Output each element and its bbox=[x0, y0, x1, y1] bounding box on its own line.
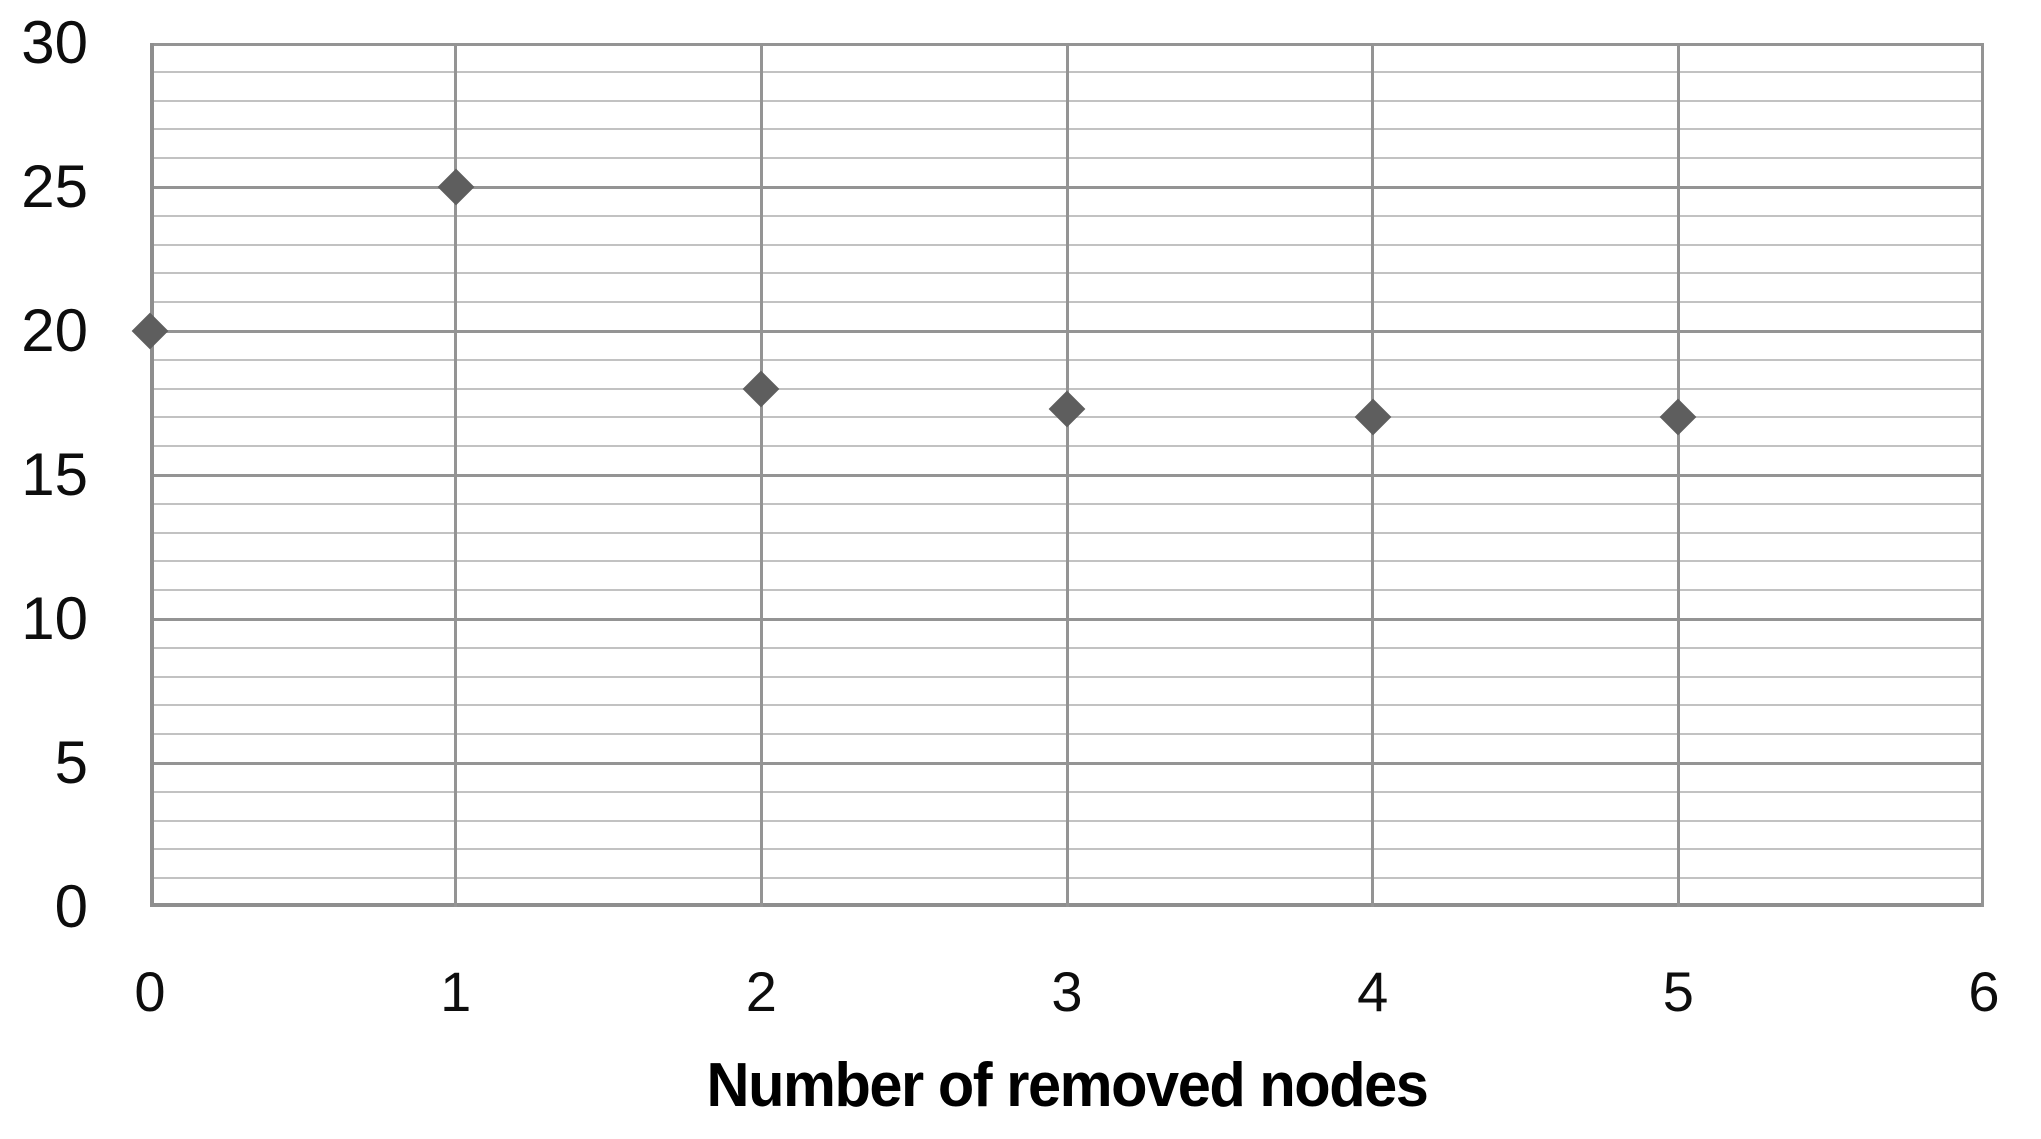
y-axis-tick-label: 25 bbox=[21, 153, 88, 220]
gridline-major-vertical bbox=[454, 43, 458, 907]
x-axis-tick-label: 0 bbox=[134, 960, 166, 1023]
x-axis-tick-label: 4 bbox=[1357, 960, 1389, 1023]
data-point-marker bbox=[437, 168, 475, 206]
x-axis-tick-label: 2 bbox=[745, 960, 777, 1023]
y-axis-tick-label: 0 bbox=[54, 873, 88, 940]
x-axis-title: Number of removed nodes bbox=[706, 1051, 1429, 1120]
data-point-marker bbox=[742, 370, 780, 407]
gridline-major-vertical bbox=[1371, 43, 1375, 907]
data-point-marker bbox=[1354, 399, 1392, 436]
y-axis-tick-label: 15 bbox=[21, 441, 88, 508]
gridline-major-vertical bbox=[1676, 43, 1680, 907]
plot-right-border bbox=[1981, 43, 1984, 907]
y-axis-tick-label: 10 bbox=[21, 585, 88, 652]
gridline-major-vertical bbox=[759, 43, 763, 907]
x-axis-tick-label: 6 bbox=[1968, 960, 2000, 1023]
plot-area bbox=[131, 43, 1984, 907]
x-axis-tick-label: 5 bbox=[1662, 960, 1694, 1023]
data-point-marker bbox=[1048, 390, 1086, 428]
x-axis-tick-label: 3 bbox=[1051, 960, 1083, 1023]
gridline-major-vertical bbox=[1065, 43, 1069, 907]
y-axis-tick-label: 30 bbox=[21, 9, 88, 76]
y-axis-line bbox=[150, 43, 154, 907]
data-point-marker bbox=[131, 312, 169, 350]
x-axis-tick-label: 1 bbox=[440, 960, 472, 1023]
y-axis-tick-label: 5 bbox=[54, 729, 88, 796]
data-point-marker bbox=[1659, 399, 1697, 436]
y-axis-tick-label: 20 bbox=[21, 297, 88, 364]
